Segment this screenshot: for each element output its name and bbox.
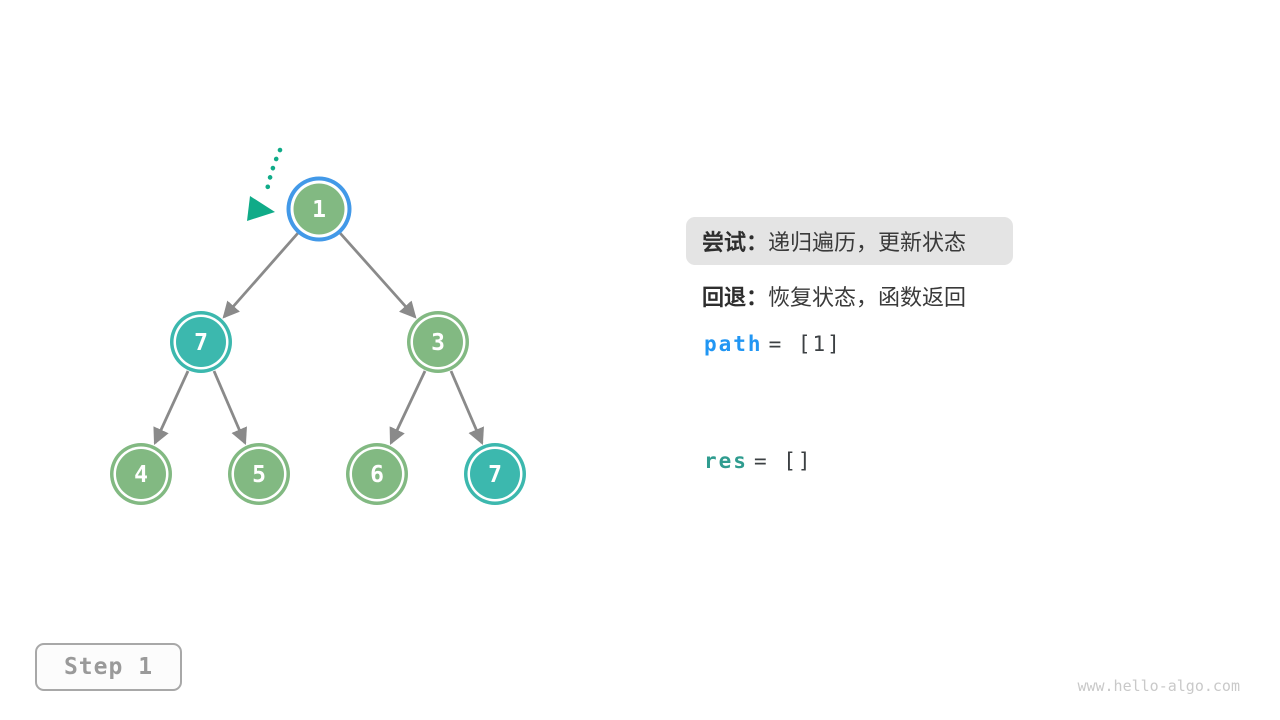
path-value: = [1] — [768, 332, 842, 356]
tree-node-7-right: 7 — [464, 443, 526, 505]
watermark: www.hello-algo.com — [1077, 677, 1240, 695]
res-value: = [] — [753, 449, 813, 473]
res-state-line: res= [] — [704, 449, 813, 473]
svg-text:7: 7 — [488, 462, 502, 488]
res-variable-name: res — [704, 449, 748, 473]
svg-text:1: 1 — [312, 197, 326, 223]
tree-node-4: 4 — [110, 443, 172, 505]
tree-node-1-current: 1 — [286, 176, 352, 242]
tree-edge-7-4 — [153, 370, 190, 446]
tree-edge-3-6 — [389, 370, 427, 446]
path-variable-name: path — [704, 332, 763, 356]
backtrack-rule-label: 回退： — [702, 285, 769, 310]
backtrack-rule-text: 恢复状态，函数返回 — [768, 285, 967, 310]
svg-text:5: 5 — [252, 462, 266, 488]
svg-text:4: 4 — [134, 462, 148, 488]
tree-edge-3-7 — [449, 370, 484, 446]
step-badge: Step 1 — [35, 643, 182, 691]
tree-edge-7-5 — [212, 370, 247, 446]
try-rule-highlight: 尝试：递归遍历，更新状态 — [686, 217, 1013, 265]
path-state-line: path= [1] — [704, 332, 842, 356]
tree-edge-1-7 — [222, 232, 300, 319]
svg-text:6: 6 — [370, 462, 384, 488]
tree-node-7-left: 7 — [170, 311, 232, 373]
svg-text:3: 3 — [431, 330, 445, 356]
current-node-pointer-icon — [247, 147, 283, 221]
tree-node-5: 5 — [228, 443, 290, 505]
tree-edge-1-3 — [338, 232, 417, 319]
svg-text:7: 7 — [194, 330, 208, 356]
tree-node-6: 6 — [346, 443, 408, 505]
try-rule-label: 尝试： — [702, 230, 769, 255]
tree-node-3: 3 — [407, 311, 469, 373]
backtrack-rule-line: 回退：恢复状态，函数返回 — [702, 280, 966, 312]
try-rule-text: 递归遍历，更新状态 — [768, 230, 967, 255]
